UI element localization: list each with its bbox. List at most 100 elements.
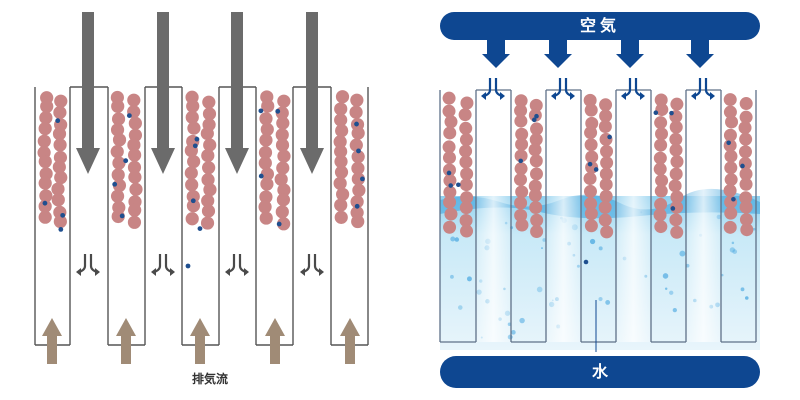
soot-particle — [187, 154, 201, 169]
soot-particle — [184, 166, 198, 180]
soot-particle — [335, 90, 350, 104]
bubble — [598, 296, 603, 302]
soot-particle — [653, 151, 667, 165]
water-label: 水 — [591, 362, 608, 381]
soot-particle — [276, 161, 290, 175]
soot-particle — [127, 138, 141, 152]
ash-dot — [446, 170, 452, 176]
soot-particle — [336, 187, 350, 201]
soot-particle — [110, 189, 125, 203]
soot-particle — [260, 167, 275, 181]
soot-particle — [669, 132, 683, 146]
soot-particle — [351, 172, 365, 186]
soot-particle — [599, 98, 613, 112]
soot-particle — [739, 110, 753, 124]
soot-particle — [584, 138, 598, 152]
soot-particle — [514, 196, 528, 210]
ash-dot — [531, 117, 537, 123]
soot-particle — [186, 99, 200, 113]
bubble — [519, 317, 525, 324]
ash-dot — [726, 140, 731, 146]
soot-particle — [38, 121, 52, 136]
soot-particle — [127, 160, 142, 174]
soot-particle — [112, 178, 127, 193]
soot-particle — [333, 176, 347, 190]
ash-dot — [360, 176, 365, 182]
soot-particle — [724, 149, 738, 163]
soot-particle — [277, 183, 291, 197]
soot-particle — [739, 200, 753, 214]
soot-particle — [334, 154, 348, 169]
soot-particle — [584, 207, 598, 221]
down-arrow-icon — [151, 12, 175, 174]
water-bar — [440, 356, 760, 388]
outlet-channel-fill — [686, 90, 721, 342]
ash-dot — [119, 213, 125, 219]
soot-particle — [349, 105, 363, 119]
ash-dot — [194, 136, 200, 142]
soot-particle — [723, 105, 737, 119]
soot-particle — [200, 126, 214, 141]
bubble — [511, 330, 516, 335]
soot-particle — [185, 178, 199, 192]
air-label: 空気 — [579, 16, 620, 35]
soot-particle — [443, 174, 457, 188]
down-arrow-icon — [686, 40, 714, 68]
soot-particle — [275, 128, 289, 142]
soot-particle — [351, 150, 365, 164]
bubble — [729, 247, 736, 253]
soot-particle — [529, 167, 543, 181]
bubble — [598, 246, 603, 251]
left-panel — [34, 12, 369, 364]
ash-dot — [456, 182, 461, 188]
soot-particle — [444, 115, 458, 129]
left-dots — [42, 108, 365, 269]
soot-particle — [668, 179, 682, 193]
bubble — [450, 274, 454, 279]
soot-particle — [459, 214, 473, 228]
ash-dot — [190, 198, 196, 204]
soot-particle — [259, 133, 273, 147]
soot-particle — [598, 213, 612, 227]
bubble — [589, 238, 596, 245]
ash-dot — [670, 206, 676, 211]
soot-particle — [276, 116, 290, 130]
soot-particle — [739, 177, 753, 191]
flow-split-head — [95, 268, 100, 276]
soot-particle — [459, 155, 473, 169]
bubble — [605, 300, 611, 305]
ash-dot — [354, 121, 359, 127]
right-panel — [439, 12, 760, 388]
left-particles — [37, 90, 366, 231]
soot-particle — [670, 225, 684, 239]
soot-particle — [351, 214, 365, 229]
soot-particle — [514, 162, 528, 176]
soot-particle — [258, 145, 273, 160]
soot-particle — [514, 208, 528, 222]
soot-particle — [200, 216, 215, 230]
bubble — [752, 227, 756, 231]
soot-particle — [739, 167, 753, 181]
soot-particle — [669, 213, 683, 227]
soot-particle — [258, 200, 272, 214]
soot-particle — [201, 148, 215, 163]
flow-split-icon — [481, 78, 505, 100]
flow-split-head — [76, 268, 81, 276]
soot-particle — [528, 143, 542, 157]
soot-particle — [583, 172, 597, 186]
ash-dot — [276, 221, 282, 227]
flow-split-icon — [691, 78, 715, 100]
soot-particle — [187, 121, 201, 135]
soot-particle — [443, 195, 457, 209]
soot-particle — [276, 193, 291, 207]
right-dots — [446, 110, 745, 352]
soot-particle — [515, 185, 529, 199]
soot-particle — [111, 112, 126, 126]
soot-particle — [112, 156, 126, 170]
ash-dot — [669, 110, 674, 116]
soot-particle — [38, 176, 52, 190]
flow-split-icon — [151, 254, 175, 276]
soot-particle — [600, 144, 614, 158]
soot-particle — [514, 149, 528, 163]
soot-particle — [185, 212, 199, 226]
